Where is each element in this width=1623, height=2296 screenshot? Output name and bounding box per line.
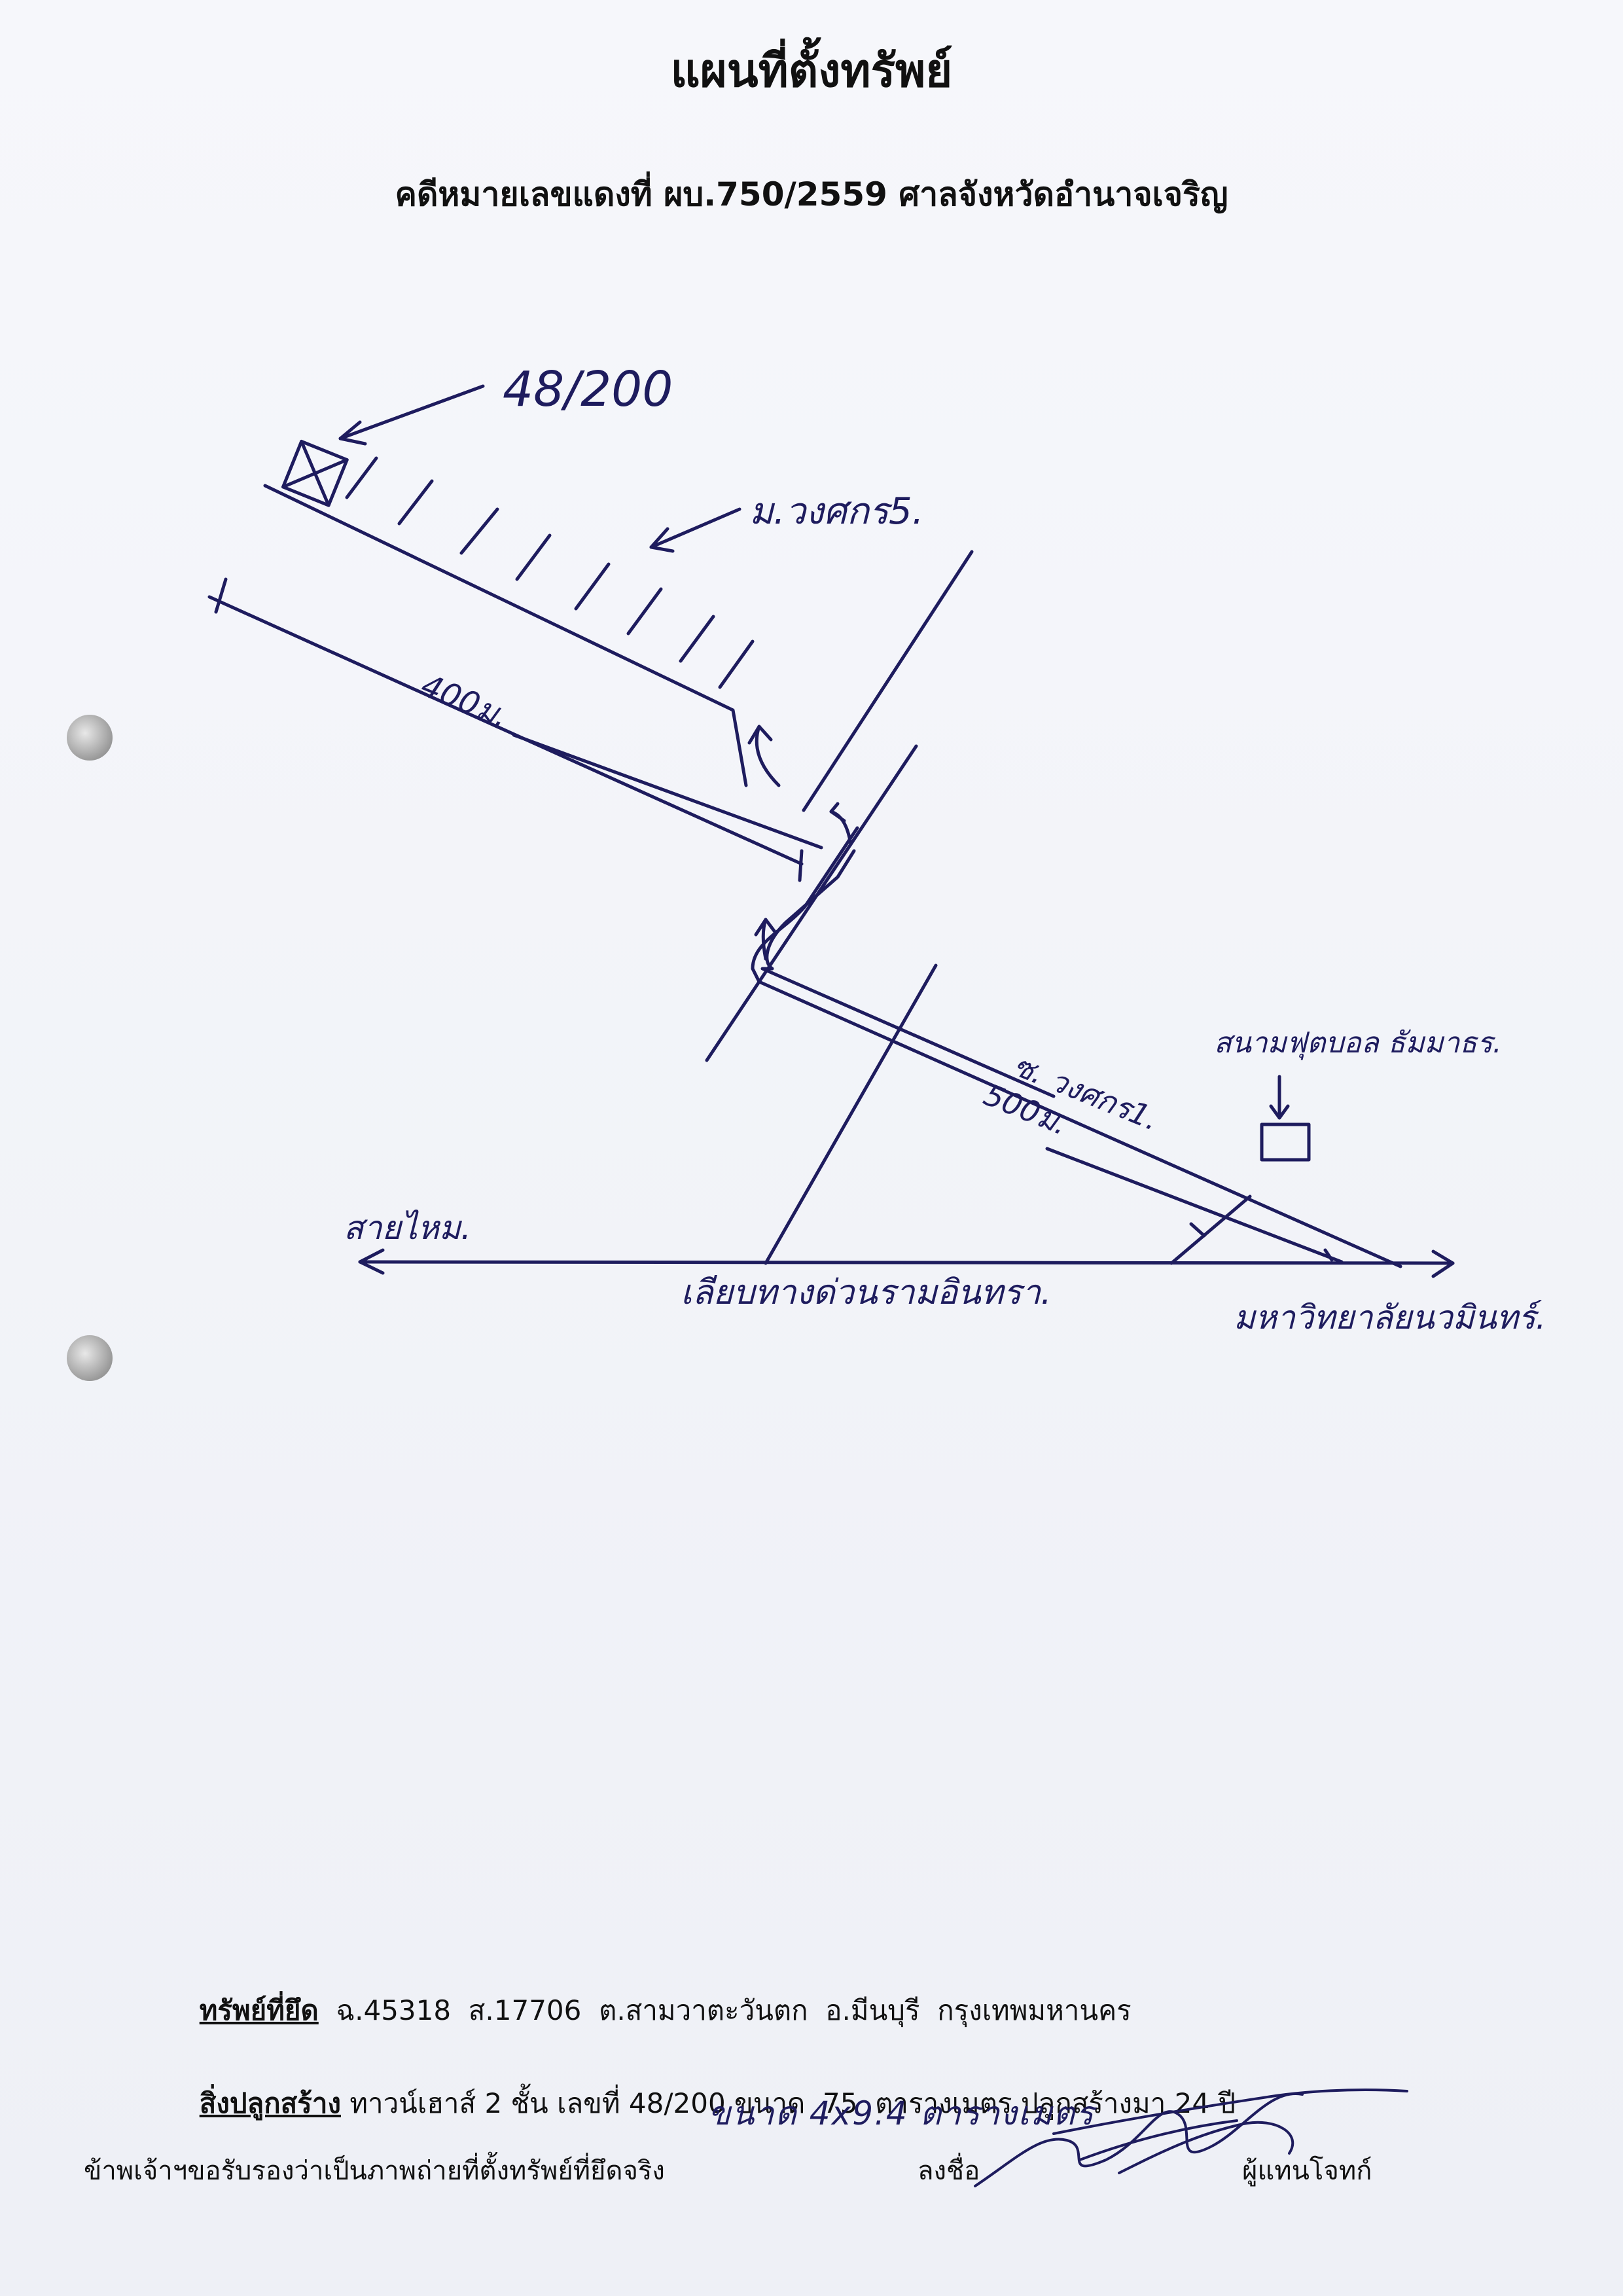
document-title: แผนที่ตั้งทรัพย์ <box>670 44 953 98</box>
sign-label: ลงชื่อ <box>918 2156 980 2186</box>
football-field-label: สนามฟุตบอล ธัมมาธร. <box>1214 1026 1502 1060</box>
building-value: ทาวน์เฮาส์ 2 ชั้น เลขที่ 48/200 ขนาด 75 … <box>340 2087 1236 2119</box>
soi-road-lower <box>1045 1147 1344 1264</box>
right-direction-label: มหาวิทยาลัยนวมินทร์. <box>1234 1299 1546 1336</box>
house-pointer-arrow <box>338 384 485 440</box>
cross-road-3 <box>764 963 938 1265</box>
certification-text: ข้าพเจ้าฯขอรับรองว่าเป็นภาพถ่ายที่ตั้งทร… <box>84 2156 665 2186</box>
road-400m-upper <box>207 595 804 866</box>
property-label: ทรัพย์ที่ยึด <box>199 1994 319 2026</box>
left-direction-label: สายไหม. <box>344 1209 471 1247</box>
village-label: ม.วงศกร5. <box>749 490 923 533</box>
case-number-line: คดีหมายเลขแดงที่ ผบ.750/2559 ศาลจังหวัดอ… <box>395 175 1228 213</box>
house-number-label: 48/200 <box>503 361 673 418</box>
property-line: ทรัพย์ที่ยึด ฉ.45318 ส.17706 ต.สามวาตะวั… <box>182 1957 1132 2032</box>
building-line: สิ่งปลูกสร้าง ทาวน์เฮาส์ 2 ชั้น เลขที่ 4… <box>182 2050 1236 2125</box>
main-road-line <box>358 1260 1455 1265</box>
distance-400m-label: 400ม. <box>416 667 514 735</box>
handwritten-size-note: ขนาด 4x9.4 ตารางเมตร <box>708 2094 1095 2132</box>
punch-hole-top <box>67 715 113 761</box>
property-value: ฉ.45318 ส.17706 ต.สามวาตะวันตก อ.มีนบุรี… <box>318 1994 1132 2026</box>
punch-hole-bottom <box>67 1335 113 1381</box>
village-boundary-line <box>263 484 748 787</box>
signature-image <box>974 2089 1408 2187</box>
cross-road-2 <box>705 744 918 1062</box>
plaintiff-agent-label: ผู้แทนโจทก์ <box>1242 2156 1372 2186</box>
football-field-marker <box>1260 1122 1311 1162</box>
main-road-label: เลียบทางด่วนรามอินทรา. <box>681 1273 1052 1312</box>
house-marker <box>281 439 349 507</box>
building-label: สิ่งปลูกสร้าง <box>199 2087 341 2119</box>
cross-road-1 <box>802 550 974 812</box>
